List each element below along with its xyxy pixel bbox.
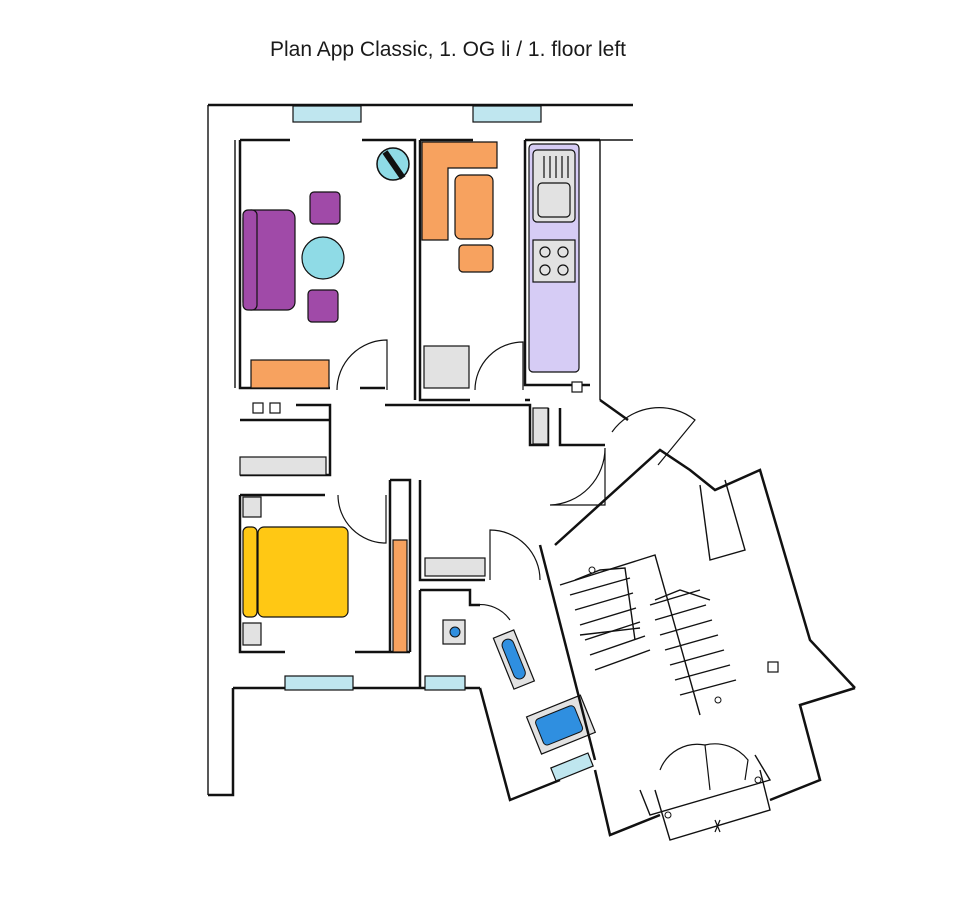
cabinet [423,345,470,389]
light-switch-a [252,402,264,414]
desk-chair [454,174,494,240]
bed [257,526,349,618]
window-bath [550,752,594,782]
window-living [292,105,362,123]
table [301,236,345,280]
window-bedroom [284,675,354,691]
window-kitchen [472,105,542,123]
toilet-bowl [449,626,461,638]
study-room [418,138,530,402]
living-room [238,138,417,400]
sink-icon [532,149,576,223]
stove-icon [532,239,576,283]
kitchen [523,138,600,393]
bed-headboard [242,526,258,618]
shower-basin [501,638,526,680]
chair-top [309,191,341,225]
plan-title: Plan App Classic, 1. OG li / 1. floor le… [270,38,626,61]
desk-corner [421,141,498,241]
sideboard [250,359,330,389]
wardrobe [239,456,327,476]
bathtub-basin [535,705,584,746]
hallway [239,398,696,506]
bedroom [238,478,412,654]
circle-slash-icon [376,147,410,181]
nightstand-top [242,496,262,518]
chair-bottom [307,289,339,323]
desk-stool [458,244,494,273]
nightstand-bottom [242,622,262,646]
stairwell [554,448,856,841]
hall-cabinet [532,407,549,445]
closet [392,539,408,653]
wet-rooms [418,480,597,802]
sofa-arm [242,209,258,311]
windows [284,105,594,782]
light-switch-b [269,402,281,414]
shelf [424,557,486,577]
window-wc [424,675,466,691]
